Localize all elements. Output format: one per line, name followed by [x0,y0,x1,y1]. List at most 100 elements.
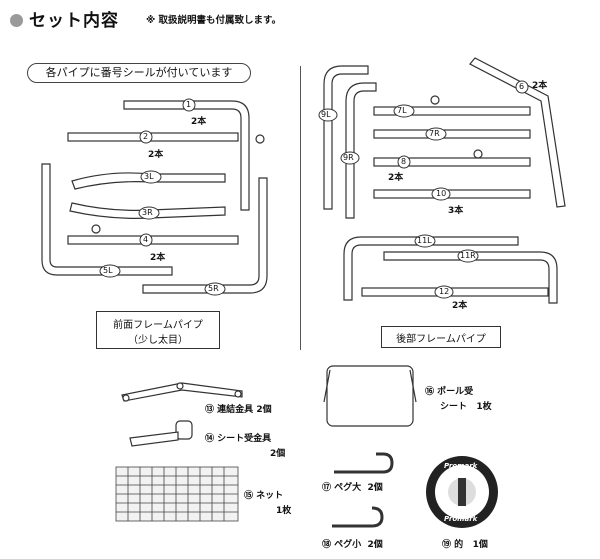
pipe-number: 10 [436,189,447,198]
acc-num: ⑬ [205,405,215,415]
pipe-9L [323,65,369,210]
num-circle-9R [340,151,360,165]
acc-num: ⑭ [205,434,215,444]
acc-name: ネット [256,491,284,501]
pipe-number: 6 [519,82,525,91]
num-circle-7L [393,104,415,118]
num-circle-2 [139,130,153,144]
acc-name: ペグ大 [334,483,362,493]
num-circle-5L [99,264,121,278]
pipe-number: 7L [397,106,407,115]
acc-qty: 2個 [367,540,383,550]
number-sticker-pill: 各パイプに番号シールが付いています [27,63,251,83]
num-circle-7R [425,127,447,141]
pipe-9R [345,82,377,219]
acc-qty: 2個 [367,483,383,493]
accessory-14-qty: 2個 [270,449,286,459]
page-title: セット内容 [10,6,119,31]
accessory-17-label: ⑰ ペグ大 2個 [322,480,383,493]
pipe-11L [343,236,519,301]
num-circle-1 [182,98,196,112]
pipe-2 [67,132,239,142]
num-circle-3L [140,170,162,184]
pipe-number: 12 [439,287,450,296]
acc-name: 連結金具 [217,405,254,415]
pipe-4 [67,235,239,245]
pipe-number: 11L [417,236,432,245]
rear-caption-box: 後部フレームパイプ [381,326,501,348]
header-note: ※ 取扱説明書も付属致します。 [146,15,282,26]
section-divider [300,66,301,350]
num-circle-11R [457,249,479,263]
pipe-number: 1 [186,100,192,109]
qty-label: 2本 [148,150,164,160]
acc-name: シート [440,402,468,412]
pipe-8 [373,157,531,167]
pipe-number: 9R [343,153,354,162]
qty-label: 3本 [448,206,464,216]
acc-name: シート受金具 [217,434,272,444]
num-circle-4 [139,233,153,247]
qty-label: 2本 [532,81,548,91]
acc-num: ⑯ [425,387,435,397]
accessory-15-label: ⑮ ネット [244,488,283,501]
accessory-15-qty: 1枚 [276,506,292,516]
pipe-number: 9L [321,110,331,119]
knob-icon [255,134,265,144]
acc-num: ⑰ [322,483,332,493]
pipe-number: 5L [103,266,113,275]
peg-large-drawing [334,452,394,474]
accessory-19-label: ⑲ 的 1個 [442,537,488,550]
bullet-icon [10,14,23,27]
pipe-number: 4 [143,235,149,244]
qty-label: 2本 [388,173,404,183]
accessory-13-label: ⑬ 連結金具 2個 [205,402,272,415]
seat-bracket-drawing [175,420,193,440]
pipe-7R [373,129,531,139]
qty-label: 2本 [191,117,207,127]
pipe-11R [383,251,558,304]
pipe-number: 2 [143,132,149,141]
acc-qty: 2個 [256,405,272,415]
knob-icon [473,149,483,159]
rear-caption: 後部フレームパイプ [396,334,486,345]
acc-num: ⑮ [244,491,254,501]
qty-label: 2本 [150,253,166,263]
target-logo-bottom: Promark [444,515,478,523]
acc-num: ⑱ [322,540,332,550]
accessory-16-label: ⑯ ポール受 [425,384,473,397]
accessory-16-label-2: シート 1枚 [440,399,492,412]
knob-icon [91,224,101,234]
num-circle-12 [434,285,454,299]
num-circle-11L [414,234,436,248]
pipe-number: 7R [429,129,440,138]
acc-qty: 1個 [472,540,488,550]
num-circle-6 [515,80,529,94]
pipe-10 [373,189,531,199]
title-text: セット内容 [29,11,119,31]
accessory-18-label: ⑱ ペグ小 2個 [322,537,383,550]
target-drawing [426,456,498,528]
acc-name: ポール受 [437,387,474,397]
knob-icon [430,95,440,105]
front-caption-box: 前面フレームパイプ （少し太目） [96,311,220,349]
pipe-number: 11R [460,251,476,260]
net-drawing [115,466,239,522]
pipe-number: 3R [142,208,153,217]
front-caption-sub: （少し太目） [128,335,188,346]
pipe-1 [123,100,250,211]
num-circle-3R [138,206,160,220]
num-circle-5R [204,282,226,296]
pipe-number: 8 [401,157,407,166]
acc-qty: 1枚 [476,402,492,412]
num-circle-9L [318,108,338,122]
link-bracket-drawing [121,382,243,402]
front-caption: 前面フレームパイプ [113,320,203,331]
accessory-14-label: ⑭ シート受金具 [205,431,271,444]
target-logo-top: Promark [444,462,478,470]
pipe-number: 5R [208,284,219,293]
pipe-12 [361,287,549,297]
pipe-7L [373,106,531,116]
acc-num: ⑲ [442,540,452,550]
